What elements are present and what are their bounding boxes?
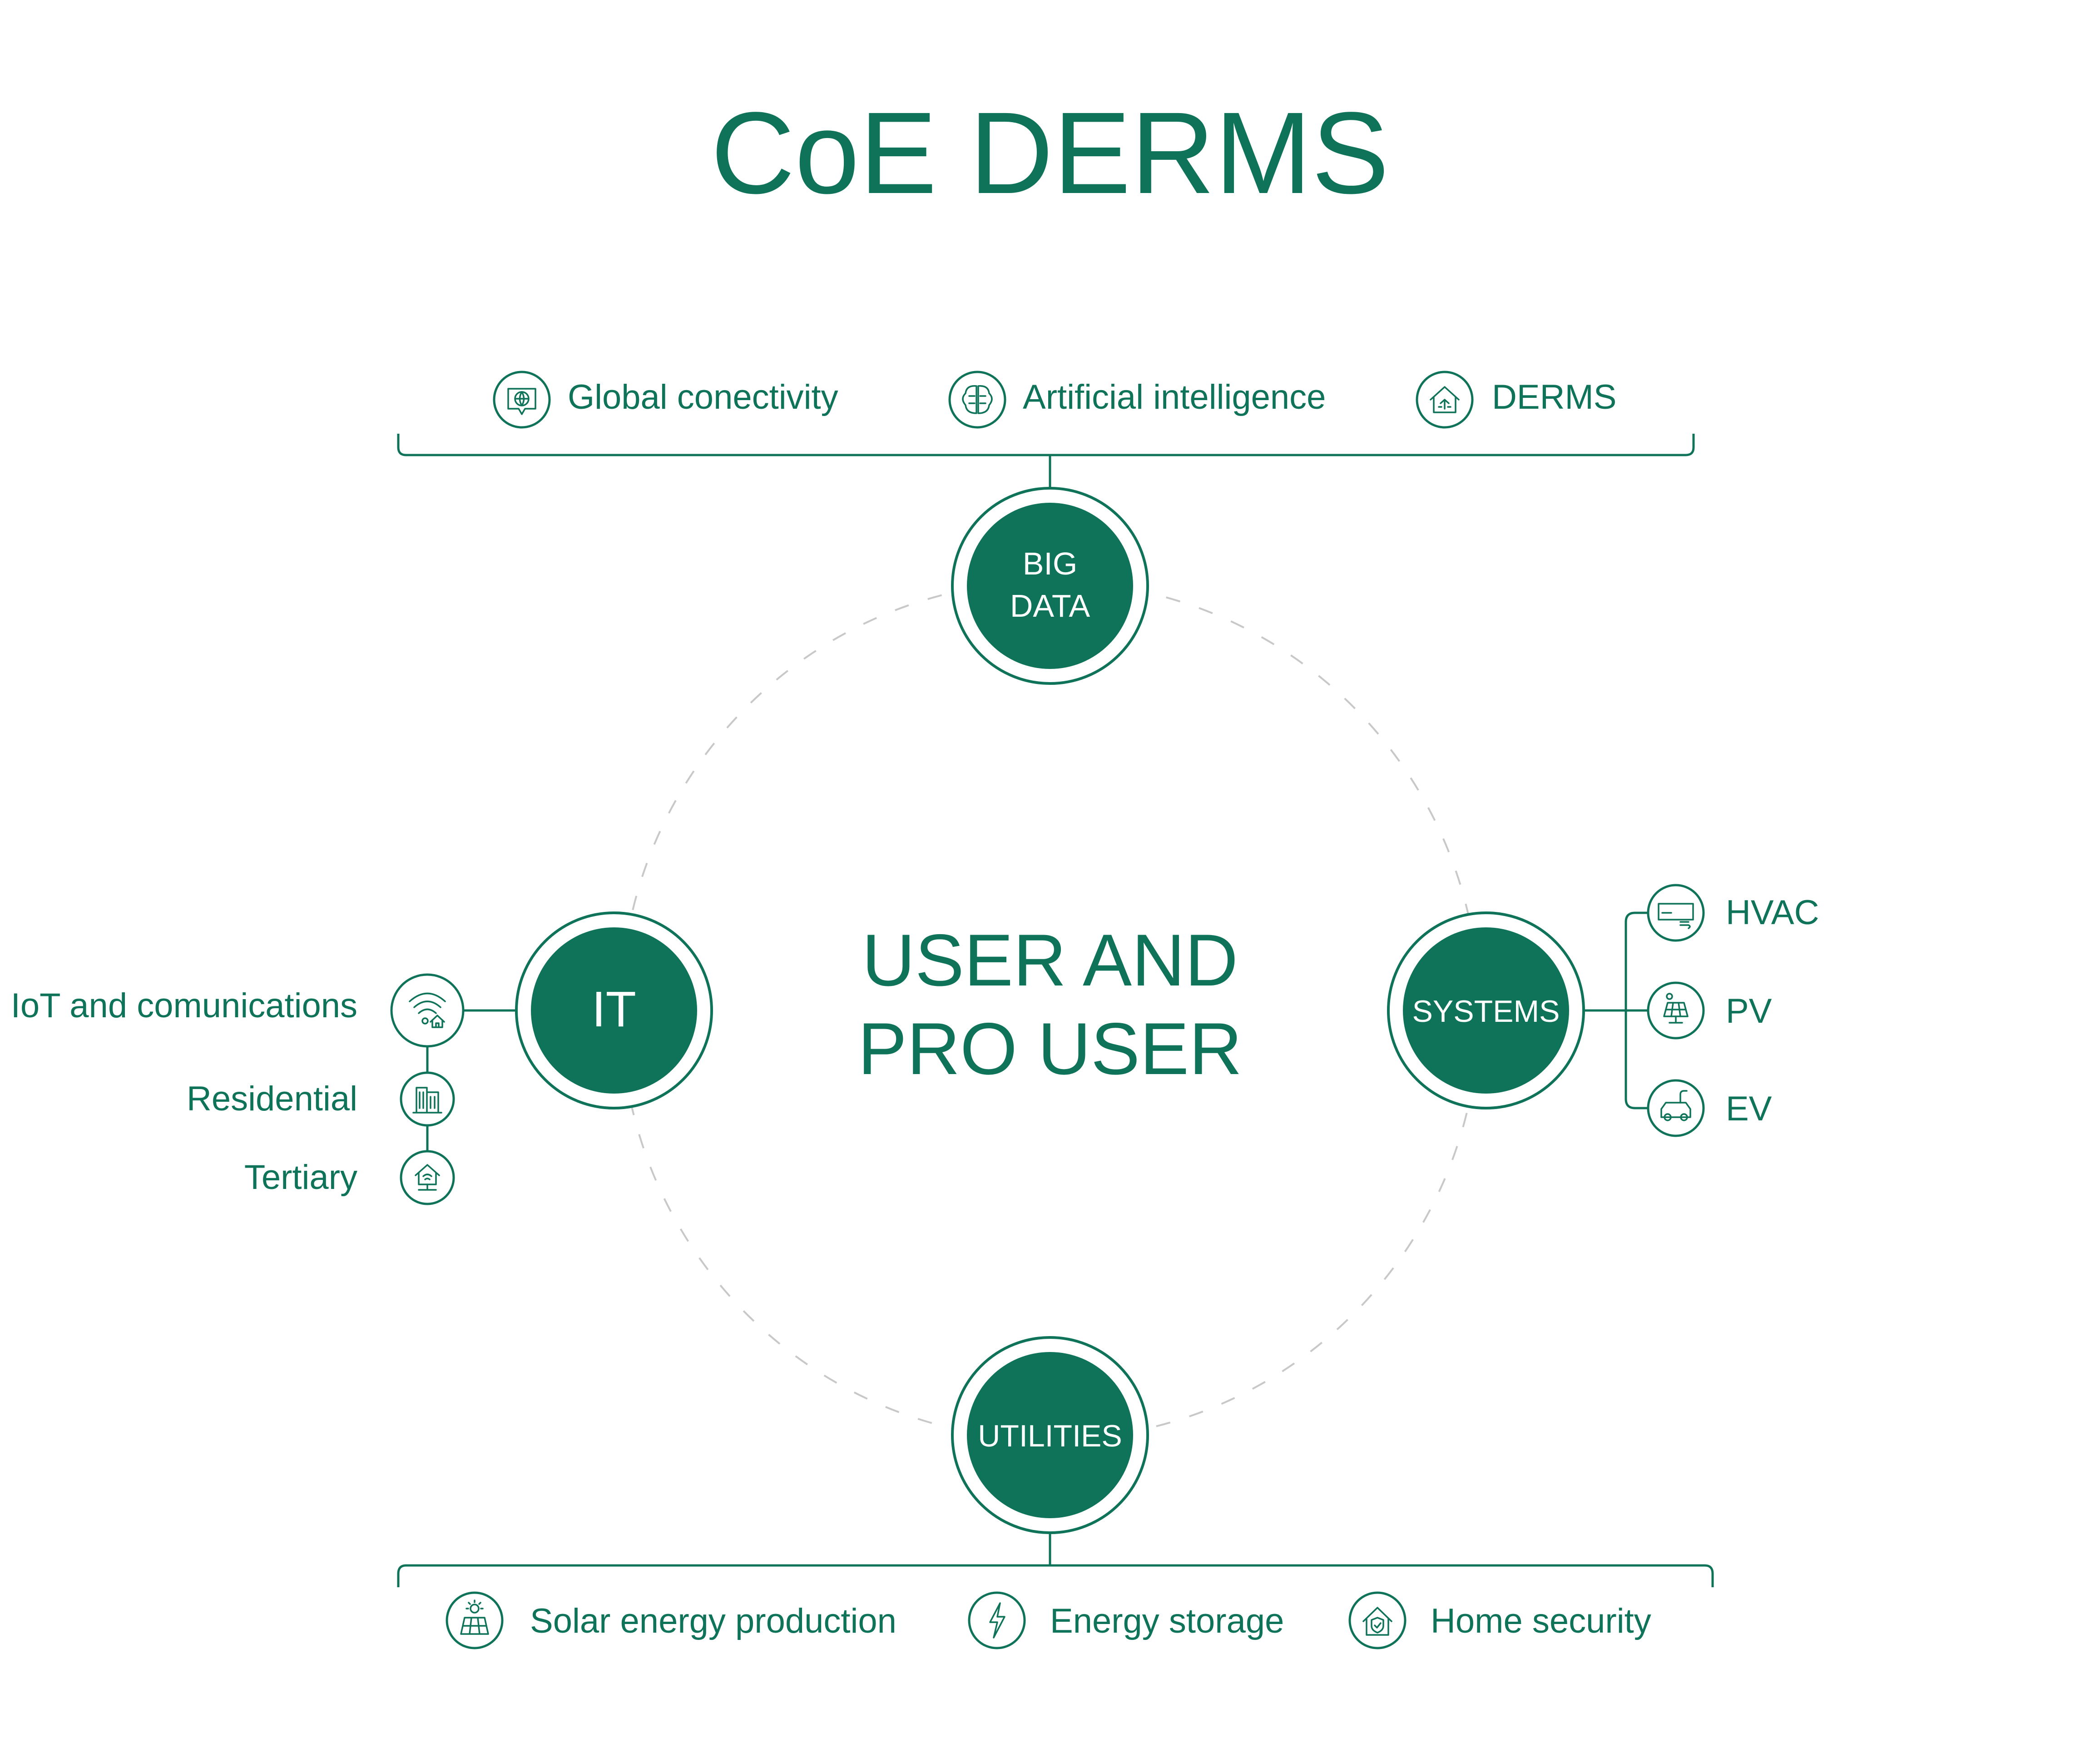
right-item-label: HVAC: [1726, 893, 1819, 932]
node-big-data-line2: DATA: [1010, 588, 1090, 624]
brain-icon: [948, 371, 1006, 429]
house-shield-icon: [1348, 1591, 1407, 1649]
bottom-item-label: Solar energy production: [530, 1602, 896, 1640]
left-item-label: IoT and comunications: [11, 986, 357, 1025]
right-connectors: [1584, 911, 1649, 1109]
bottom-item-energy-storage: Energy storage: [968, 1591, 1284, 1649]
left-item-label: Tertiary: [244, 1158, 357, 1197]
left-item-residential: Residential: [187, 1071, 455, 1127]
right-item-label: PV: [1726, 992, 1772, 1030]
house-network-icon: [400, 1150, 455, 1205]
top-item-label: DERMS: [1492, 378, 1616, 416]
right-item-pv: PV: [1647, 981, 1772, 1040]
air-conditioner-icon: [1647, 884, 1705, 942]
top-bracket: [397, 434, 1695, 488]
top-item-global-conectivity: Global conectivity: [493, 371, 838, 429]
right-item-label: EV: [1726, 1089, 1772, 1128]
node-utilities: UTILITIES: [951, 1336, 1149, 1534]
lightning-icon: [968, 1591, 1026, 1649]
left-item-label: Residential: [187, 1080, 357, 1118]
left-item-iot: IoT and comunications: [11, 973, 465, 1048]
right-item-hvac: HVAC: [1647, 884, 1819, 942]
smart-house-icon: [1416, 371, 1474, 429]
bottom-item-home-security: Home security: [1348, 1591, 1651, 1649]
globe-chat-icon: [493, 371, 551, 429]
left-item-tertiary: Tertiary: [244, 1150, 455, 1205]
top-item-artificial-intelligence: Artificial intelligence: [948, 371, 1326, 429]
node-it-label: IT: [592, 981, 636, 1037]
bottom-item-label: Energy storage: [1050, 1602, 1284, 1640]
solar-panel-sun-icon: [446, 1591, 504, 1649]
right-item-ev: EV: [1647, 1079, 1772, 1137]
bottom-bracket: [397, 1533, 1714, 1587]
electric-car-icon: [1647, 1079, 1705, 1137]
node-it: IT: [515, 911, 713, 1109]
building-icon: [400, 1071, 455, 1127]
center-text-line1: USER AND: [862, 919, 1238, 1001]
diagram-title: CoE DERMS: [711, 88, 1389, 218]
wifi-house-icon: [390, 973, 465, 1048]
node-utilities-label: UTILITIES: [978, 1419, 1122, 1453]
top-item-label: Global conectivity: [568, 378, 838, 416]
bottom-item-label: Home security: [1431, 1602, 1651, 1640]
node-systems-label: SYSTEMS: [1412, 994, 1560, 1029]
node-systems: SYSTEMS: [1387, 911, 1585, 1109]
solar-panel-icon: [1647, 981, 1705, 1040]
top-item-derms: DERMS: [1416, 371, 1616, 429]
center-text-line2: PRO USER: [858, 1008, 1242, 1090]
top-item-label: Artificial intelligence: [1023, 378, 1326, 416]
node-big-data-line1: BIG: [1023, 546, 1078, 581]
bottom-item-solar-energy-production: Solar energy production: [446, 1591, 896, 1649]
node-big-data: BIG DATA: [951, 487, 1149, 685]
